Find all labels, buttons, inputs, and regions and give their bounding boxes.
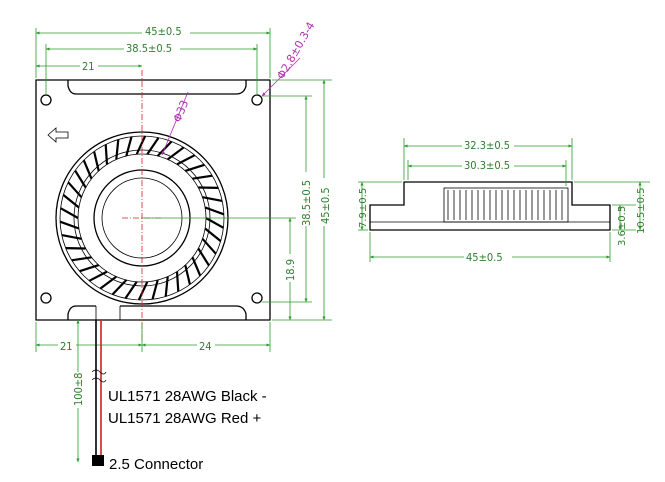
impeller-blade [167, 146, 185, 161]
dim-side-width-inner: 30.3±0.5 [464, 159, 510, 172]
impeller-blade [146, 137, 160, 155]
impeller-blade [111, 279, 128, 296]
connector-label: 2.5 Connector [109, 456, 203, 473]
impeller-blade [204, 227, 222, 242]
impeller-blade [202, 196, 223, 202]
impeller-blade [205, 217, 224, 229]
airflow-arrow-icon [47, 127, 69, 143]
dim-width-overall: 45±0.5 [145, 25, 182, 38]
impeller-blade [204, 206, 225, 216]
dim-impeller-diameter: Φ33 [171, 98, 192, 124]
impeller-blade [71, 256, 92, 262]
dim-offset-bottom-right: 24 [199, 340, 212, 353]
wire-label-red: UL1571 28AWG Red + [108, 410, 262, 427]
impeller-blade [61, 234, 82, 240]
dim-offset-top: 21 [82, 60, 95, 73]
impeller-blade [60, 207, 79, 219]
dim-side-height-right: 10.5±0.5 [636, 187, 647, 234]
connector-icon [92, 455, 104, 466]
impeller-blade [192, 174, 213, 180]
dim-offset-bottom-left: 21 [60, 340, 73, 353]
impeller-blade [104, 144, 109, 165]
impeller-blade [93, 151, 100, 172]
side-profile [369, 181, 611, 231]
impeller-blade [135, 135, 147, 155]
dim-side-flange-right: 3.6±0.5 [617, 206, 628, 246]
dim-side-height-left: 7.9±0.5 [358, 188, 369, 228]
mounting-holes [40, 94, 263, 304]
impeller-blade [74, 170, 87, 189]
front-view [35, 70, 271, 340]
impeller-blade [88, 270, 108, 282]
fan-housing [35, 79, 271, 321]
front-dimensions: 45±0.5 38.5±0.5 21 Φ2.8±0.3-4 Φ33 45±0.5… [35, 20, 332, 353]
wire-label-black: UL1571 28AWG Black - [108, 388, 267, 405]
impeller-blade [115, 139, 120, 160]
impeller-blade [82, 159, 93, 180]
dim-side-width-top: 32.3±0.5 [464, 139, 510, 152]
impeller-blade [124, 281, 138, 299]
dim-side-width-overall: 45±0.5 [466, 251, 503, 264]
side-dimensions: 32.3±0.5 30.3±0.5 7.9±0.5 3.6±0.5 10.5±0… [358, 137, 650, 264]
impeller-blade [125, 136, 133, 157]
impeller-blade [175, 271, 180, 292]
impeller-blade [67, 181, 83, 198]
dim-height-overall: 45±0.5 [319, 187, 332, 224]
impeller-blade [184, 264, 191, 285]
dim-offset-vertical: 18.9 [284, 259, 297, 281]
impeller-blade [79, 264, 100, 273]
side-view [369, 181, 611, 231]
impeller-blade [184, 163, 205, 172]
side-outlet-grille [443, 187, 569, 223]
impeller-blade [137, 281, 149, 301]
impeller-blade [151, 279, 159, 300]
dim-hole-spacing-v: 38.5±0.5 [300, 180, 313, 226]
dim-cable-length: 100±8 [72, 373, 85, 406]
impeller-blade [62, 194, 80, 209]
impeller-blade [99, 275, 117, 290]
impeller-blade [197, 247, 210, 266]
impeller-blade [164, 276, 169, 297]
impeller-blade [176, 154, 196, 166]
impeller-blade [191, 256, 202, 277]
dim-hole-diameter: Φ2.8±0.3-4 [274, 20, 317, 82]
dim-hole-spacing: 38.5±0.5 [126, 42, 172, 55]
cable: 100±8 UL1571 28AWG Black - UL1571 28AWG … [71, 319, 267, 473]
impeller-blade [201, 238, 217, 255]
impeller-blade [59, 220, 80, 230]
